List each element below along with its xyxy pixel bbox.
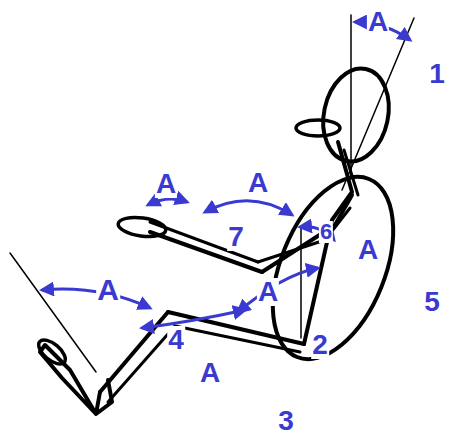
angle-label: A xyxy=(357,236,379,264)
callout-number: 6 xyxy=(319,221,333,243)
callout-number: 1 xyxy=(428,60,446,88)
callout-number: 2 xyxy=(311,331,329,359)
angle-label: A xyxy=(155,170,177,198)
angle-label: A xyxy=(96,275,120,305)
callout-number: 5 xyxy=(423,288,441,316)
callout-number: 4 xyxy=(167,326,185,354)
angle-label: A xyxy=(367,8,389,36)
angle-label: A xyxy=(247,169,269,197)
callout-number: 3 xyxy=(277,407,295,435)
callout-number: 7 xyxy=(227,223,245,251)
angle-label: A xyxy=(257,278,279,306)
angle-label: A xyxy=(199,359,221,387)
